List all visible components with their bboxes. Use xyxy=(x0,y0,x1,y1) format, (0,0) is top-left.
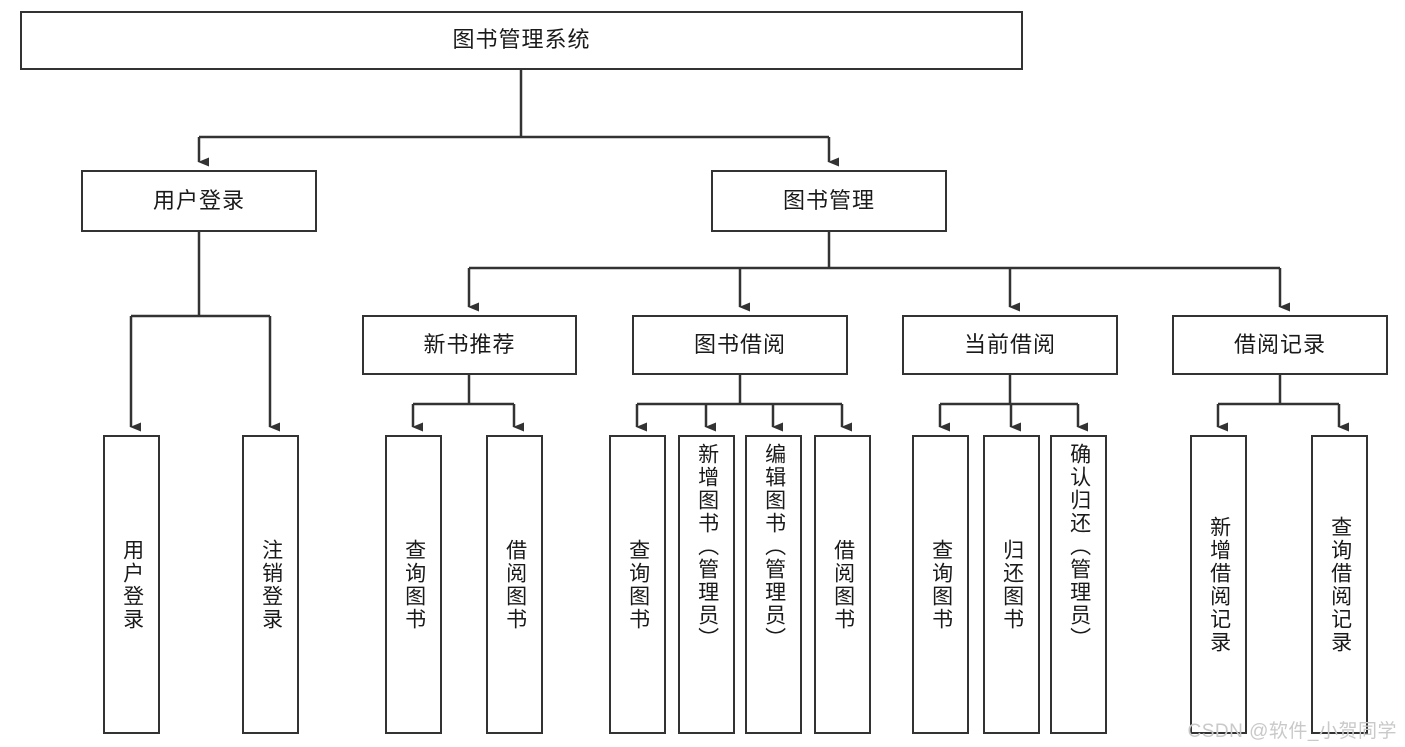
node-leaf-add-record-label: 新增借阅记录 xyxy=(1207,515,1231,654)
node-leaf-confirm-return-label: 确认归还（管理员） xyxy=(1067,443,1091,650)
node-leaf-borrow-book-2-label: 借阅图书 xyxy=(831,538,855,631)
node-leaf-borrow-book-1-label: 借阅图书 xyxy=(503,538,527,631)
node-leaf-query-book-2-label: 查询图书 xyxy=(626,538,650,631)
node-root-label: 图书管理系统 xyxy=(452,27,591,53)
node-current-borrow-label: 当前借阅 xyxy=(963,331,1056,357)
node-borrow-record-label: 借阅记录 xyxy=(1233,331,1326,357)
node-new-book-rec[interactable]: 新书推荐 xyxy=(362,315,577,375)
node-leaf-add-book[interactable]: 新增图书（管理员） xyxy=(678,435,735,734)
node-leaf-query-record[interactable]: 查询借阅记录 xyxy=(1311,435,1368,734)
node-leaf-query-book-3-label: 查询图书 xyxy=(929,538,953,631)
watermark: CSDN @软件_小贺同学 xyxy=(1187,721,1397,742)
node-leaf-query-book-3[interactable]: 查询图书 xyxy=(912,435,969,734)
node-leaf-return-book[interactable]: 归还图书 xyxy=(983,435,1040,734)
node-leaf-user-login[interactable]: 用户登录 xyxy=(103,435,160,734)
node-user-login-label: 用户登录 xyxy=(152,187,245,213)
node-leaf-logout-label: 注销登录 xyxy=(259,538,283,631)
node-leaf-add-book-label: 新增图书（管理员） xyxy=(695,443,719,650)
node-leaf-user-login-label: 用户登录 xyxy=(120,538,144,631)
node-borrow-record[interactable]: 借阅记录 xyxy=(1172,315,1388,375)
node-leaf-query-book-1[interactable]: 查询图书 xyxy=(385,435,442,734)
node-new-book-rec-label: 新书推荐 xyxy=(423,331,516,357)
node-book-manage[interactable]: 图书管理 xyxy=(711,170,947,232)
node-leaf-query-book-1-label: 查询图书 xyxy=(402,538,426,631)
node-leaf-add-record[interactable]: 新增借阅记录 xyxy=(1190,435,1247,734)
node-leaf-query-book-2[interactable]: 查询图书 xyxy=(609,435,666,734)
node-root[interactable]: 图书管理系统 xyxy=(20,11,1023,70)
node-leaf-borrow-book-1[interactable]: 借阅图书 xyxy=(486,435,543,734)
node-leaf-query-record-label: 查询借阅记录 xyxy=(1328,515,1352,654)
node-leaf-borrow-book-2[interactable]: 借阅图书 xyxy=(814,435,871,734)
node-book-borrow[interactable]: 图书借阅 xyxy=(632,315,848,375)
node-leaf-edit-book-label: 编辑图书（管理员） xyxy=(762,443,786,650)
node-current-borrow[interactable]: 当前借阅 xyxy=(902,315,1118,375)
node-leaf-confirm-return[interactable]: 确认归还（管理员） xyxy=(1050,435,1107,734)
node-user-login[interactable]: 用户登录 xyxy=(81,170,317,232)
node-leaf-logout[interactable]: 注销登录 xyxy=(242,435,299,734)
node-book-borrow-label: 图书借阅 xyxy=(693,331,786,357)
node-book-manage-label: 图书管理 xyxy=(782,187,875,213)
node-leaf-return-book-label: 归还图书 xyxy=(1000,538,1024,631)
node-leaf-edit-book[interactable]: 编辑图书（管理员） xyxy=(745,435,802,734)
